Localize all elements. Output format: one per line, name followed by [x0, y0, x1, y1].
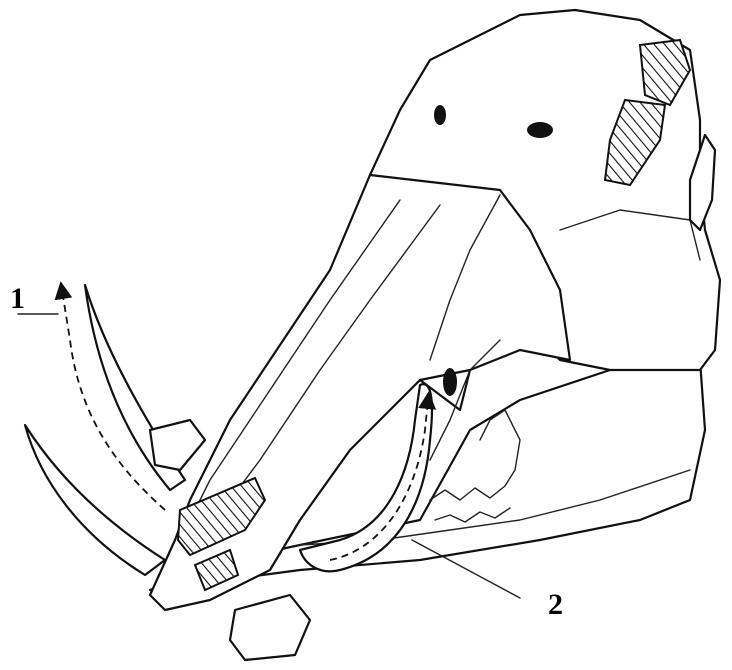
lacrimal-foramen [434, 105, 446, 125]
growth-path-1 [62, 290, 165, 510]
label-1: 1 [10, 282, 25, 315]
label-2: 2 [548, 588, 563, 621]
infraorbital-foramen [443, 368, 457, 396]
chin [230, 595, 310, 660]
incisor-block [150, 420, 205, 470]
orbit-foramen [527, 122, 553, 138]
